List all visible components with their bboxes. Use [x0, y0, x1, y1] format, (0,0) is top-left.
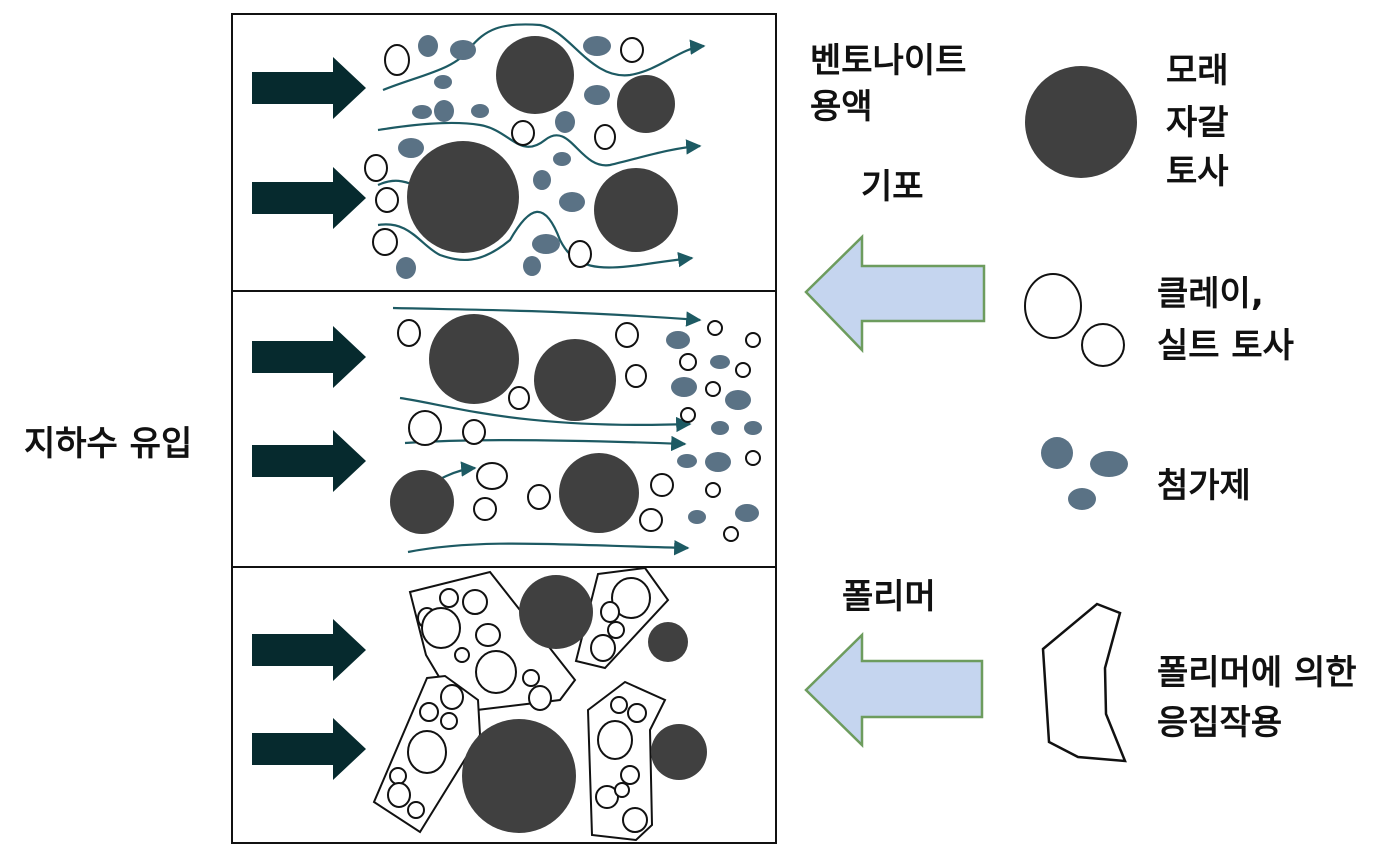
legend-sand-label-2: 자갈 — [1166, 103, 1229, 143]
arrow-right-icon — [252, 57, 366, 119]
legend-sand-symbol — [1025, 66, 1137, 178]
arrow-left-icon — [804, 632, 984, 748]
clay-grains — [397, 319, 761, 542]
arrow-right-icon — [252, 167, 366, 229]
legend-sand-label-1: 모래 — [1166, 51, 1229, 91]
panel-frames — [231, 13, 777, 844]
sand-grains — [407, 36, 678, 253]
legend-floc-symbol — [1041, 602, 1127, 763]
flow-lines — [377, 23, 706, 269]
legend-floc-label-1: 폴리머에 의한 — [1157, 653, 1357, 693]
additive-particles — [396, 35, 611, 279]
clay-grains — [364, 37, 644, 268]
legend-clay-label-2: 실트 토사 — [1157, 326, 1294, 366]
panel-bottom-polymer — [372, 566, 707, 842]
legend-clay-label-1: 클레이, — [1157, 274, 1264, 314]
annotation-polymer: 폴리머 — [842, 577, 936, 617]
legend-clay-symbol — [1024, 273, 1125, 367]
left-label-groundwater-inflow: 지하수 유입 — [24, 424, 192, 464]
legend-additive-symbol — [1041, 437, 1128, 510]
sand-grains — [462, 575, 707, 833]
legend-floc-label-2: 응집작용 — [1157, 703, 1282, 743]
legend-sand-label-3: 토사 — [1166, 152, 1229, 192]
panel-top-bentonite — [364, 23, 706, 279]
panel-middle-bubbles — [390, 306, 762, 556]
legend-additive-label: 첨가제 — [1157, 466, 1251, 506]
arrow-right-icon — [252, 718, 366, 780]
arrow-right-icon — [252, 619, 366, 681]
annotation-bentonite-line2: 용액 — [810, 87, 873, 127]
annotation-bentonite-line1: 벤토나이트 — [810, 41, 966, 81]
clay-grains — [387, 577, 651, 833]
arrow-right-icon — [252, 326, 366, 388]
annotation-bubbles: 기포 — [861, 167, 924, 207]
arrow-left-icon — [804, 234, 986, 354]
sand-grains — [390, 314, 639, 534]
push-arrows — [252, 57, 366, 780]
panel-frame-bottom — [231, 566, 777, 844]
arrow-right-icon — [252, 430, 366, 492]
additive-particles — [666, 331, 762, 524]
